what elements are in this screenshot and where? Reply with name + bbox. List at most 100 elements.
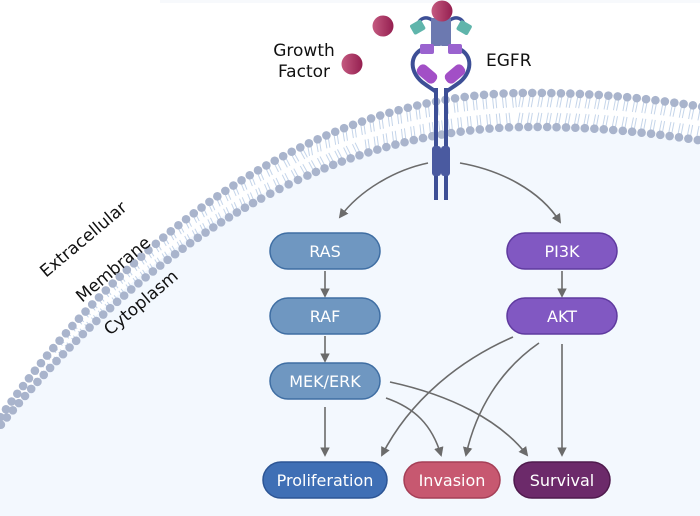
lipid-head <box>174 220 183 230</box>
lipid-head <box>422 99 431 108</box>
lipid-head <box>181 214 191 224</box>
arrow-akt-to-proliferation <box>381 336 514 457</box>
lipid-head <box>45 363 55 373</box>
lipid-head <box>58 349 68 359</box>
lipid-head <box>166 227 176 236</box>
lipid-head <box>68 321 77 331</box>
lipid-head <box>679 99 688 109</box>
lipid-head <box>646 129 656 139</box>
lipid-head <box>74 314 84 324</box>
lipid-head <box>30 366 40 376</box>
kinase-domain-left <box>432 146 441 176</box>
lipid-heads <box>0 88 700 430</box>
node-invasion: Invasion <box>403 461 501 499</box>
lipid-head <box>209 223 218 232</box>
lipid-head <box>590 124 599 134</box>
lipid-head <box>485 124 494 133</box>
lipid-head <box>115 272 125 281</box>
lipid-head <box>575 89 585 99</box>
lipid-head <box>81 307 90 316</box>
lipid-head <box>418 133 428 143</box>
node-mek-erk: MEK/ERK <box>269 362 381 400</box>
lipid-head <box>412 101 422 110</box>
lipid-head <box>141 273 150 282</box>
lipid-head <box>151 239 161 249</box>
lipid-head <box>275 184 284 194</box>
lipid-head <box>509 88 518 98</box>
node-akt: AKT <box>506 297 618 335</box>
lipid-head <box>248 198 258 208</box>
lipid-head <box>144 245 153 255</box>
lipid-head <box>328 160 338 170</box>
arrow-akt-to-invasion <box>462 342 540 457</box>
lipid-head <box>594 90 604 100</box>
lipid-head <box>489 89 499 99</box>
node-survival-label: Survival <box>530 471 595 490</box>
kinase-domain-right <box>441 146 450 176</box>
lipid-head <box>697 103 700 111</box>
lipid-head <box>622 92 632 102</box>
lipid-head <box>185 238 195 248</box>
lipid-head <box>85 323 94 332</box>
node-survival: Survival <box>513 461 611 499</box>
lipid-head <box>580 123 590 133</box>
bound-growth-factor <box>431 0 453 22</box>
node-ras: RAS <box>269 232 381 270</box>
lipid-head <box>632 93 642 103</box>
node-raf-label: RAF <box>310 307 341 326</box>
lipid-head <box>547 88 556 98</box>
arrow-mek-to-survival <box>389 381 529 457</box>
lipid-head <box>33 377 42 387</box>
lipid-head <box>101 286 111 295</box>
node-proliferation: Proliferation <box>262 461 388 499</box>
receptor-loop-right <box>444 46 472 94</box>
lipid-head <box>287 147 296 157</box>
lipid-head <box>556 88 566 98</box>
lipid-head <box>20 391 30 401</box>
lipid-head <box>232 208 242 217</box>
lipid-head <box>163 255 172 265</box>
lipid-head <box>293 175 303 185</box>
lipid-head <box>656 130 665 140</box>
lipid-head <box>193 233 203 243</box>
receptor-loop-left <box>410 46 438 94</box>
lipid-head <box>460 92 469 102</box>
lipid-head <box>584 90 594 99</box>
lipid-head <box>18 381 28 391</box>
lipid-head <box>65 343 74 352</box>
lipid-head <box>348 120 358 130</box>
receptor-magenta-domain-left <box>416 64 438 84</box>
arrow-egfr-to-pi3k <box>459 162 562 224</box>
growth-factor-label-line2: Factor <box>278 62 330 82</box>
lipid-head <box>366 114 376 123</box>
lipid-head <box>313 135 322 144</box>
lipid-head <box>237 176 246 185</box>
lipid-head <box>552 122 561 132</box>
growth-factor-ligand-1 <box>372 15 394 37</box>
lipid-head <box>178 244 187 253</box>
receptor-magenta-domain-right <box>444 64 466 84</box>
lipid-head <box>665 131 674 141</box>
lipid-head <box>148 267 158 276</box>
lipid-head <box>571 123 580 133</box>
lipid-head <box>409 135 419 145</box>
lipid-head <box>339 123 349 133</box>
lipid-head <box>524 122 533 132</box>
lipid-head <box>256 194 266 203</box>
lipid-head <box>450 94 460 103</box>
node-pi3k: PI3K <box>506 232 618 270</box>
lipid-head <box>221 186 230 196</box>
lipid-head <box>105 303 115 313</box>
lipid-head <box>245 170 255 180</box>
pathway-arrows <box>320 162 567 457</box>
node-akt-label: AKT <box>547 307 577 326</box>
lipid-head <box>446 128 456 138</box>
lipid-head <box>561 123 571 132</box>
lipid-head <box>499 89 508 98</box>
lipid-head <box>494 123 504 133</box>
lipid-head <box>618 126 628 136</box>
lipid-head <box>284 180 293 189</box>
lipid-head <box>346 154 355 163</box>
lipid-head <box>394 105 403 115</box>
lipid-head <box>87 300 97 309</box>
